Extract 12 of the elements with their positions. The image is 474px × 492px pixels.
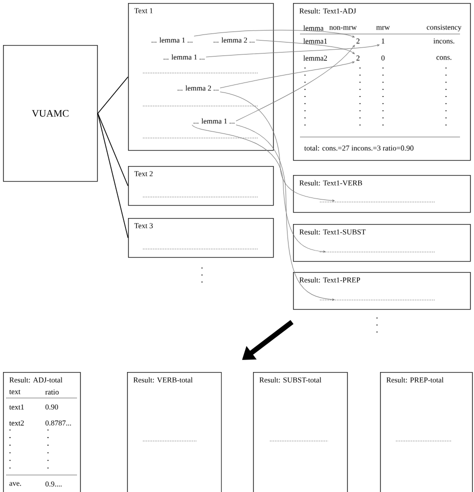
- arrow: [256, 40, 355, 54]
- corpus-box: VUAMC: [3, 45, 98, 182]
- arrow: [236, 44, 355, 122]
- arrow: [192, 124, 326, 253]
- connector-line: [97, 113, 128, 186]
- arrow: [194, 30, 355, 38]
- connector-line: [97, 76, 128, 114]
- arrow: [206, 44, 380, 58]
- arrow: [236, 124, 335, 301]
- arrow: [220, 61, 355, 88]
- connector-line: [97, 113, 128, 238]
- arrow: [220, 92, 335, 202]
